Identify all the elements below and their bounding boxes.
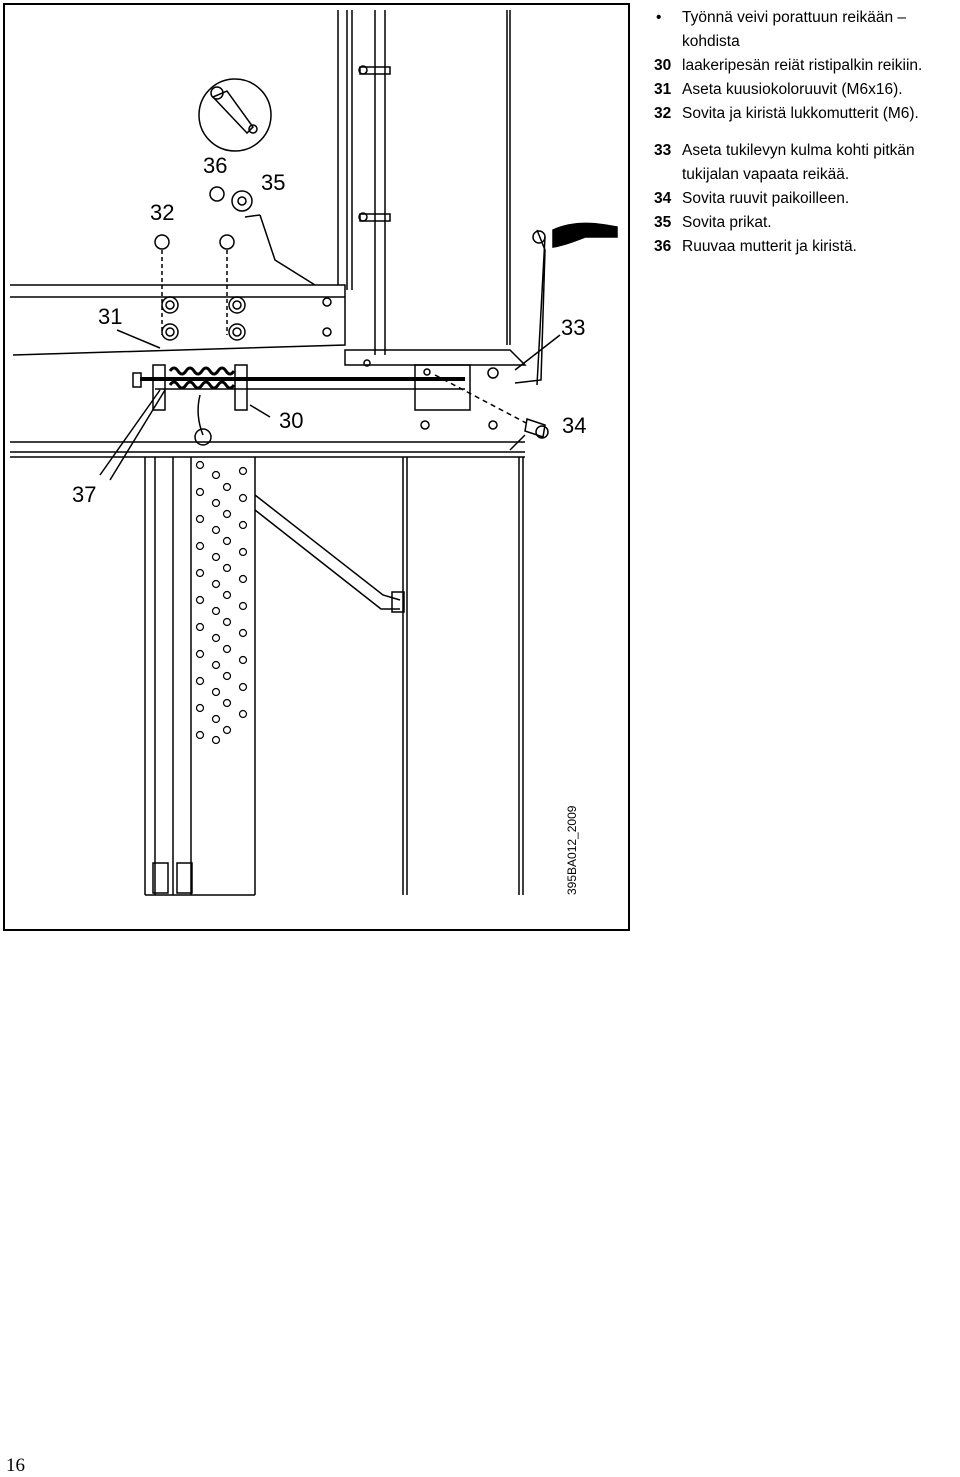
step-text: Sovita prikat.: [682, 214, 772, 231]
step-number: 35: [654, 214, 672, 231]
instructions: • Työnnä veivi porattuun reikään – kohdi…: [654, 6, 958, 259]
step-text: Sovita ruuvit paikoilleen.: [682, 190, 850, 207]
bullet-icon: •: [656, 9, 662, 26]
step-text: laakeripesän reiät ristipalkin reikiin.: [682, 57, 923, 74]
step-number: 33: [654, 142, 672, 159]
assembly-drawing: [10, 10, 618, 896]
step-35: 35 Sovita prikat.: [654, 211, 958, 235]
step-number: 32: [654, 105, 672, 122]
callout-30: 30: [279, 408, 304, 433]
step-34: 34 Sovita ruuvit paikoilleen.: [654, 187, 958, 211]
step-30: 30 laakeripesän reiät ristipalkin reikii…: [654, 54, 958, 78]
callout-33: 33: [561, 315, 586, 340]
callout-34: 34: [562, 413, 587, 438]
step-31: 31 Aseta kuusiokoloruuvit (M6x16).: [654, 78, 958, 102]
callout-36: 36: [203, 153, 228, 178]
callout-31: 31: [98, 304, 123, 329]
callout-32: 32: [150, 200, 175, 225]
step-text: Aseta tukilevyn kulma kohti pitkän tukij…: [682, 142, 915, 183]
intro-text: Työnnä veivi porattuun reikään – kohdist…: [682, 9, 907, 50]
figure-code: 395BA012_2009: [565, 805, 579, 895]
step-text: Aseta kuusiokoloruuvit (M6x16).: [682, 81, 903, 98]
callout-37: 37: [72, 482, 97, 507]
step-32: 32 Sovita ja kiristä lukkomutterit (M6).: [654, 102, 958, 126]
step-number: 36: [654, 238, 672, 255]
step-number: 30: [654, 57, 672, 74]
assembly-figure: 31 32 36 35 33 30 34 37 395BA012_2009: [3, 3, 630, 931]
step-text: Sovita ja kiristä lukkomutterit (M6).: [682, 105, 919, 122]
step-36: 36 Ruuvaa mutterit ja kiristä.: [654, 235, 958, 259]
page-number: 16: [6, 1455, 25, 1476]
intro-item: • Työnnä veivi porattuun reikään – kohdi…: [654, 6, 958, 54]
callout-35: 35: [261, 170, 286, 195]
step-text: Ruuvaa mutterit ja kiristä.: [682, 238, 857, 255]
step-number: 34: [654, 190, 672, 207]
step-33: 33 Aseta tukilevyn kulma kohti pitkän tu…: [654, 139, 958, 187]
step-number: 31: [654, 81, 672, 98]
